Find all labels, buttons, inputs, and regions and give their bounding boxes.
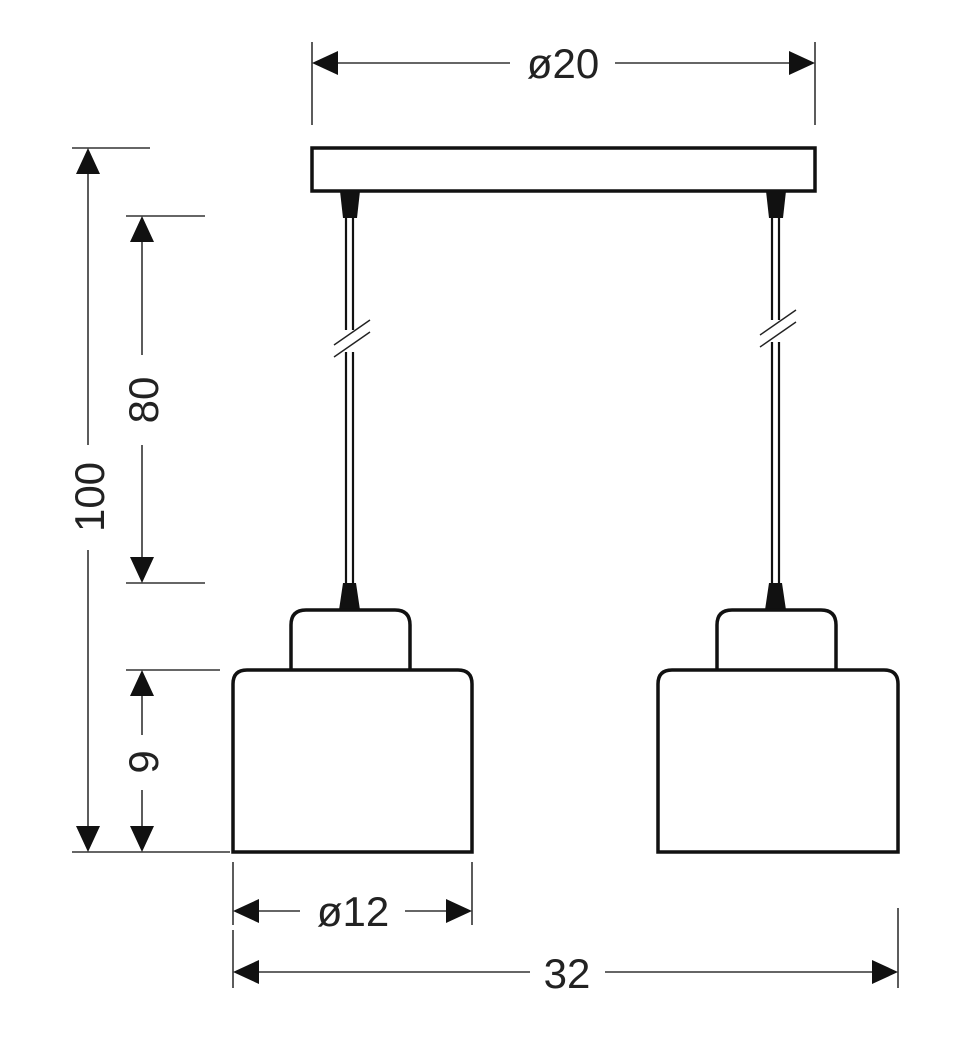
canopy [310, 146, 817, 193]
pendant-left [231, 191, 474, 854]
dimension-shade-diameter: ø12 [232, 862, 473, 935]
label-total-width: 32 [544, 950, 591, 997]
break-mark [759, 309, 797, 348]
lamp-cap [289, 608, 412, 670]
dimension-shade-height: 9 [120, 669, 220, 852]
dimension-canopy-diameter: ø20 [311, 40, 816, 125]
cord-grip-bottom [339, 583, 360, 610]
lamp-shade [231, 668, 474, 854]
pendant-right [656, 191, 900, 854]
cord-grip-top [340, 191, 360, 218]
label-total-height: 100 [66, 462, 113, 532]
lamp-shade [656, 668, 900, 854]
label-shade-height: 9 [120, 750, 167, 773]
dimension-total-width: 32 [232, 908, 899, 997]
cord-grip-bottom [765, 583, 786, 610]
break-mark [333, 319, 371, 358]
dimension-cord-length: 80 [120, 215, 205, 584]
cord-grip-top [766, 191, 786, 218]
label-cord-length: 80 [120, 377, 167, 424]
label-shade-diameter: ø12 [317, 888, 389, 935]
lamp-cap [715, 608, 838, 670]
label-canopy-diameter: ø20 [527, 40, 599, 87]
dimension-total-height: 100 [66, 147, 230, 853]
